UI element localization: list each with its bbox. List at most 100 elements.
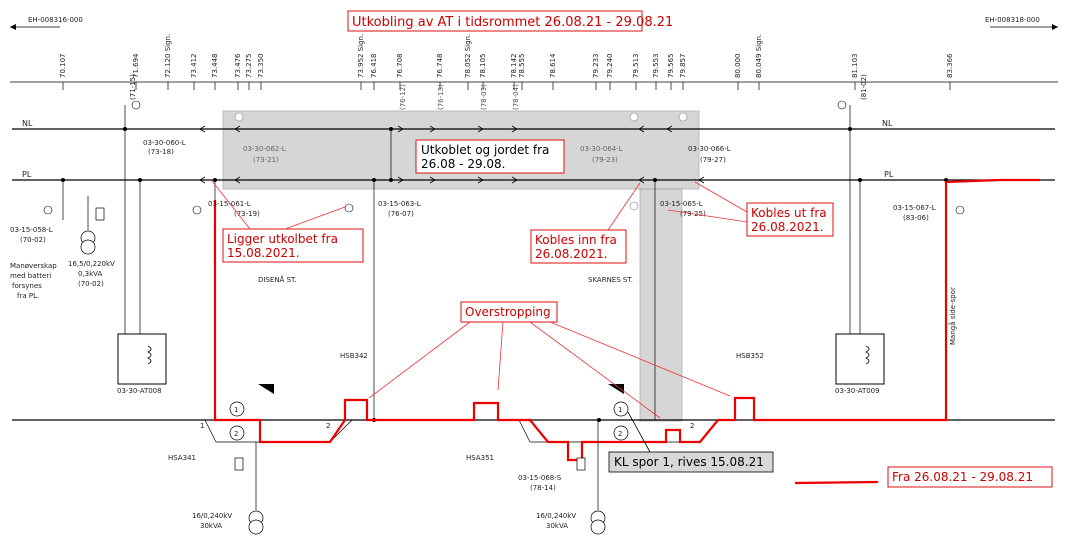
shaded-kl-spor-area	[639, 188, 683, 422]
callout-ligger-1: Ligger utkolbet fra	[227, 232, 338, 246]
pl-label-right: PL	[884, 170, 894, 179]
sw-060-label: 03-30-060-L	[143, 139, 186, 147]
svg-text:2: 2	[618, 430, 622, 438]
callout-kobles-ut-2: 26.08.2021.	[751, 220, 824, 234]
nl-sw4-label: (78-04)	[512, 84, 520, 110]
svg-text:1: 1	[200, 422, 204, 430]
sw-065-label: 03-15-065-L	[660, 200, 703, 208]
km-label: 79.233	[592, 54, 600, 79]
nl-label-left: NL	[22, 119, 33, 128]
nl-label-right: NL	[882, 119, 893, 128]
km-label: 73.952 Sign.	[357, 34, 365, 78]
pl-insulators	[199, 176, 705, 184]
callout-kl-spor: KL spor 1, rives 15.08.21	[614, 455, 764, 469]
sw-061-sub: (73-19)	[234, 210, 260, 218]
km-label: 79.857	[679, 54, 687, 79]
km-label: 70.107	[59, 54, 67, 79]
sw-066-label: 03-30-066-L	[688, 145, 731, 153]
nl-sw2-label: (76-13)	[437, 84, 445, 110]
km-label: 73.350	[257, 54, 265, 79]
km-label: 83.366	[946, 53, 954, 78]
callout-utkoblet-box	[415, 139, 565, 174]
sw-064-label: 03-30-064-L	[580, 145, 623, 153]
km-label: 73.412	[190, 54, 198, 79]
station-sign-right	[608, 384, 624, 394]
header-right-ref: EH-008318-000	[985, 16, 1058, 30]
trafo-b2-sub: 30kVA	[546, 522, 568, 530]
motor-symbols	[43, 100, 965, 215]
sw-067-sub: (83-06)	[903, 214, 929, 222]
sw-063-label: 03-15-063-L	[378, 200, 421, 208]
page-title: Utkobling av AT i tidsrommet 26.08.21 - …	[352, 15, 673, 30]
trafo-left-pl	[80, 196, 105, 255]
km-label: 78.555	[518, 54, 526, 79]
station-right-name: SKARNES ST.	[588, 276, 633, 284]
km-label: 73.476	[234, 53, 242, 78]
sw-068-sub: (78-14)	[530, 484, 556, 492]
km-label: 79.513	[632, 54, 640, 79]
svg-text:EH-008316-000: EH-008316-000	[28, 16, 83, 24]
km-label: 73.275	[245, 54, 253, 79]
km-label: 80.049 Sign.	[755, 34, 763, 78]
turnout-right-1	[518, 419, 531, 443]
hsa351-label: HSA351	[466, 454, 494, 462]
km-label: 81.103	[851, 54, 859, 79]
svg-text:EH-008318-000: EH-008318-000	[985, 16, 1040, 24]
nl-sw3-label: (78-03)	[480, 84, 488, 110]
at-right-box	[835, 333, 885, 385]
callout-utkoblet-1: Utkoblet og jordet fra	[421, 143, 549, 157]
trafo-left-3: (70-02)	[78, 280, 104, 288]
svg-text:2: 2	[234, 430, 238, 438]
svg-text:2: 2	[690, 422, 694, 430]
callout-kl-spor-box	[608, 451, 774, 473]
svg-text:1: 1	[234, 406, 238, 414]
at-right-label: 03-30-AT009	[835, 387, 880, 395]
sw-top-left-label: (71-15)	[129, 74, 137, 100]
svg-text:1: 1	[618, 406, 622, 414]
maneverskap-2: med batteri	[10, 272, 51, 280]
trafo-b2-label: 16/0,240kV	[536, 512, 576, 520]
at-left-label: 03-30-AT008	[117, 387, 162, 395]
sw-060-sub: (73-18)	[148, 148, 174, 156]
station-sign-left	[258, 384, 274, 394]
maneverskap-4: fra PL.	[17, 292, 39, 300]
km-label: 76.748	[436, 54, 444, 79]
callout-overstropping: Overstropping	[465, 305, 551, 319]
at-coils	[147, 345, 870, 365]
sw-062-sub: (73-21)	[253, 156, 279, 164]
station-left-name: DISENÅ ST.	[258, 275, 297, 284]
km-marks: 70.107 71.694 72.120 Sign. 73.412 73.448 73.4…	[59, 34, 954, 90]
hsb342-label: HSB342	[340, 352, 368, 360]
turnout-left-1	[204, 419, 217, 443]
km-label: 78.052 Sign.	[464, 34, 472, 78]
callout-kobles-inn-2: 26.08.2021.	[535, 247, 608, 261]
at-left-box	[117, 333, 167, 385]
callout-arrows	[211, 180, 748, 453]
sw-063-sub: (76-07)	[388, 210, 414, 218]
callout-ligger-box	[222, 228, 364, 263]
sw-068-label: 03-15-068-S	[518, 474, 562, 482]
km-label: 78.105	[479, 54, 487, 79]
sw-066-sub: (79-27)	[700, 156, 726, 164]
callout-kobles-inn-box	[530, 229, 627, 264]
sw-top-right-label: (81-02)	[860, 74, 868, 100]
callout-kobles-inn-1: Kobles inn fra	[535, 233, 617, 247]
hsa341-label: HSA341	[168, 454, 196, 462]
km-label: 72.120 Sign.	[164, 34, 172, 78]
maneverskap-1: Manøverskap	[10, 262, 57, 270]
trafo-b1-label: 16/0,240kV	[192, 512, 232, 520]
sw-058-label: 03-15-058-L	[10, 226, 53, 234]
track-number-circles: 1 2 1 2 1 2 2	[200, 401, 694, 441]
km-label: 76.418	[370, 54, 378, 79]
trafo-b1-sub: 30kVA	[200, 522, 222, 530]
km-label: 73.448	[211, 54, 219, 79]
legend-red-line	[794, 480, 879, 485]
sw-067-label: 03-15-067-L	[893, 204, 936, 212]
red-feed-path	[213, 178, 1040, 462]
sw-061-label: 03-15-061-L	[208, 200, 251, 208]
callout-ligger-2: 15.08.2021.	[227, 246, 300, 260]
km-label: 71.694	[132, 53, 140, 78]
hsb352-label: HSB352	[736, 352, 764, 360]
sw-058-sub: (70-02)	[20, 236, 46, 244]
